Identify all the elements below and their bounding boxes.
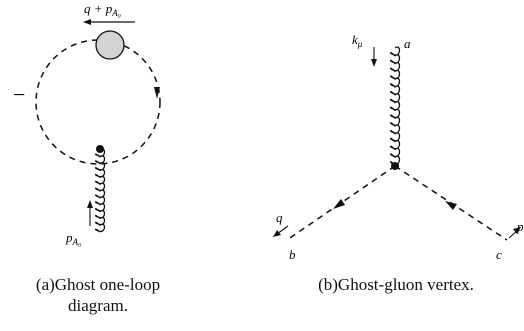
minus-sign: −	[13, 82, 25, 107]
caption-b: (b)Ghost-gluon vertex.	[318, 275, 474, 294]
gluon-momentum-arrowhead	[87, 200, 93, 208]
gluon-momentum-label: pA₀	[65, 230, 81, 247]
color-index-b: b	[289, 247, 296, 262]
ghost-momentum-p-label: p	[516, 219, 524, 234]
caption-a-line2: diagram.	[68, 296, 128, 315]
panel-b: kμ a q b p c	[273, 32, 524, 262]
vertex-dot	[96, 145, 104, 153]
loop-direction-arrow	[154, 87, 160, 99]
gluon-line	[389, 46, 401, 166]
self-energy-blob	[95, 30, 125, 60]
caption-a-line1: (a)Ghost one-loop	[35, 275, 161, 294]
ghost-arrow-right	[445, 201, 457, 210]
panel-a: q + pA₀ − pA₀	[13, 1, 161, 247]
ghost-momentum-q-label: q	[276, 210, 283, 225]
ghost-momentum-p-arrowhead	[513, 227, 521, 234]
caption-a: (a)Ghost one-loop diagram.	[0, 274, 196, 316]
ghost-arrow-left	[333, 199, 345, 209]
ghost-momentum-q-arrowhead	[273, 230, 281, 237]
ghost-loop	[35, 39, 161, 165]
loop-momentum-label: q + pA₀	[84, 1, 121, 18]
loop-momentum-arrowhead	[83, 19, 91, 25]
gluon-momentum-arrowhead	[371, 59, 377, 67]
gluon-line	[94, 148, 106, 233]
color-index-a: a	[404, 36, 411, 51]
gluon-momentum-label: kμ	[352, 32, 363, 49]
color-index-c: c	[496, 247, 502, 262]
